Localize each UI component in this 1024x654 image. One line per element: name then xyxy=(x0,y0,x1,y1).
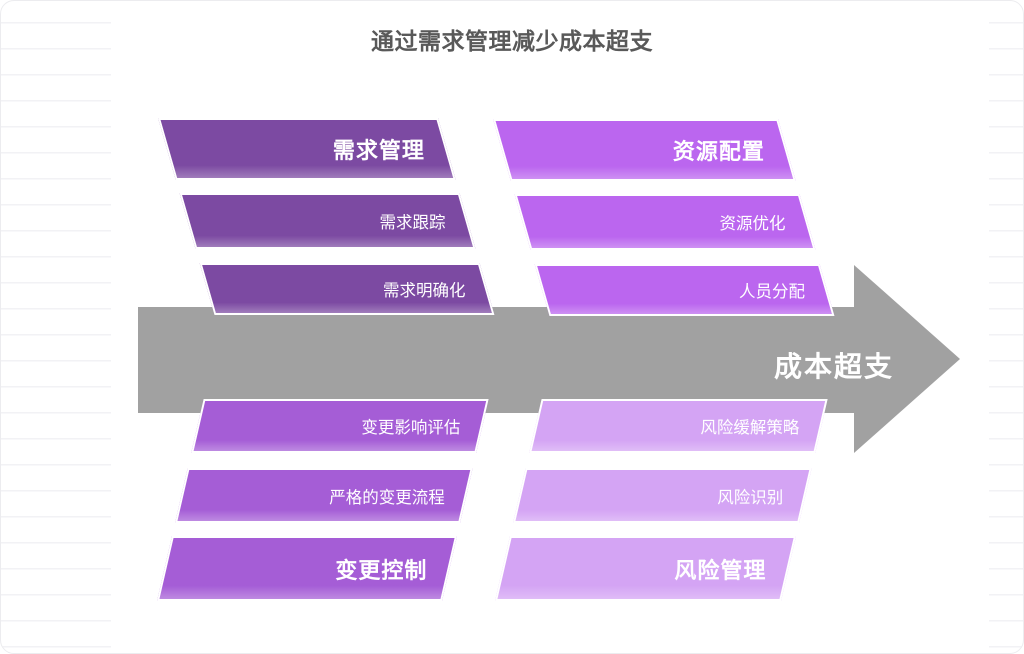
group-item-label: 变更影响评估 xyxy=(361,418,461,437)
group-item-label: 人员分配 xyxy=(739,282,806,301)
group-risk-management: 风险缓解策略 风险识别 风险管理 xyxy=(495,399,828,601)
main-arrow-head xyxy=(854,265,960,453)
group-item-label: 严格的变更流程 xyxy=(328,487,445,507)
group-header-label: 需求管理 xyxy=(332,139,425,164)
main-arrow-shaft xyxy=(138,307,854,413)
group-item-label: 风险识别 xyxy=(717,487,784,507)
group-item-bar: 严格的变更流程 xyxy=(175,468,473,523)
group-header-label: 变更控制 xyxy=(335,558,428,584)
group-header-bar: 需求管理 xyxy=(158,118,456,180)
group-item-label: 风险缓解策略 xyxy=(700,418,800,437)
group-item-label: 需求跟踪 xyxy=(379,213,446,232)
group-header-bar: 资源配置 xyxy=(493,119,796,181)
arrow-label: 成本超支 xyxy=(773,350,894,383)
group-item-bar: 人员分配 xyxy=(534,264,835,316)
group-item-bar: 资源优化 xyxy=(514,194,816,250)
group-item-bar: 风险缓解策略 xyxy=(529,399,828,453)
group-header-label: 资源配置 xyxy=(672,140,765,165)
diagram-title: 通过需求管理减少成本超支 xyxy=(371,29,653,55)
group-resource-allocation: 资源配置 资源优化 人员分配 xyxy=(493,119,835,316)
group-header-bar: 风险管理 xyxy=(495,536,797,601)
group-requirement-management: 需求管理 需求跟踪 需求明确化 xyxy=(158,118,495,315)
group-item-label: 需求明确化 xyxy=(382,281,466,300)
group-item-bar: 需求跟踪 xyxy=(179,193,476,249)
group-item-bar: 变更影响评估 xyxy=(191,399,489,453)
group-header-bar: 变更控制 xyxy=(157,536,458,601)
group-change-control: 变更影响评估 严格的变更流程 变更控制 xyxy=(157,399,489,601)
group-item-label: 资源优化 xyxy=(719,214,786,233)
group-item-bar: 需求明确化 xyxy=(199,263,495,315)
group-item-bar: 风险识别 xyxy=(513,468,812,523)
group-header-label: 风险管理 xyxy=(674,558,767,584)
